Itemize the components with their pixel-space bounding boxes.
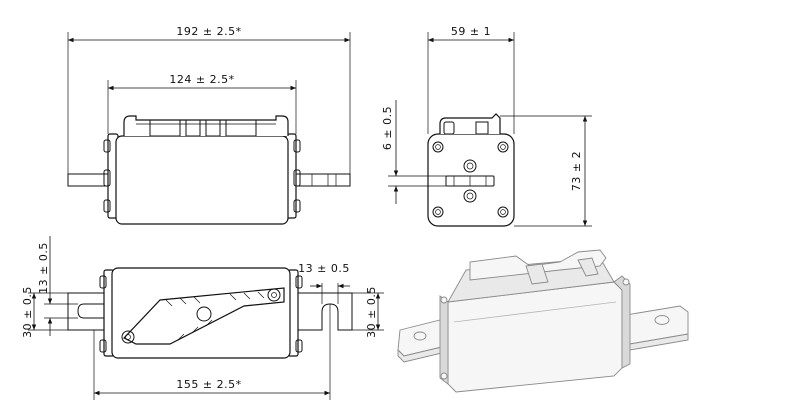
- dimension-192: 192 ± 2.5*: [67, 25, 351, 174]
- dim-height: 73 ± 2: [570, 151, 583, 191]
- dim-blade-width-left: 30 ± 0.5: [21, 286, 34, 338]
- dim-slot-width: 13 ± 0.5: [298, 262, 350, 275]
- dimension-13-left: 13 ± 0.5: [37, 236, 78, 336]
- dimension-30-right: 30 ± 0.5: [352, 286, 384, 338]
- right-blade: [295, 173, 351, 187]
- isometric-view: [397, 249, 689, 393]
- dim-overall-length: 192 ± 2.5*: [176, 25, 241, 38]
- dimension-6: 6 ± 0.5: [381, 100, 446, 204]
- dim-slot-left: 13 ± 0.5: [37, 242, 50, 294]
- dim-tab-offset: 6 ± 0.5: [381, 106, 394, 150]
- dimension-59: 59 ± 1: [427, 25, 515, 134]
- fuse-body: [115, 135, 289, 225]
- indicator-bar: [123, 287, 285, 345]
- front-view: [67, 115, 351, 225]
- dimension-73: 73 ± 2: [500, 115, 592, 227]
- top-view: [67, 267, 353, 359]
- dimension-124: 124 ± 2.5*: [107, 73, 297, 134]
- dim-blade-width-right: 30 ± 0.5: [365, 286, 378, 338]
- dimension-13-right: 13 ± 0.5: [298, 262, 350, 304]
- dimension-155: 155 ± 2.5*: [93, 304, 331, 400]
- side-view: [427, 113, 515, 227]
- dim-body-length: 124 ± 2.5*: [169, 73, 234, 86]
- dimension-30-left: 30 ± 0.5: [21, 286, 68, 338]
- dim-width: 59 ± 1: [451, 25, 491, 38]
- left-blade: [67, 173, 113, 187]
- dim-mounting-length: 155 ± 2.5*: [176, 378, 241, 391]
